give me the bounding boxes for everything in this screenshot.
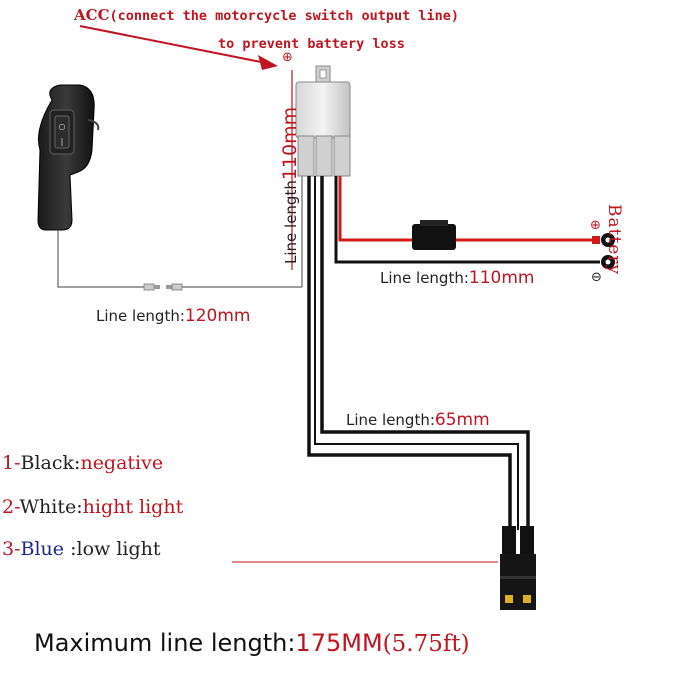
battery-line-length-text: Line length:: [380, 269, 469, 287]
output-line-length-value: 65mm: [434, 410, 490, 430]
acc-label: ACC: [74, 6, 110, 24]
legend-color-name: Blue: [20, 538, 65, 560]
battery-positive-wire: [338, 176, 615, 250]
relay-line-length-text: Line length: [282, 180, 300, 264]
battery-line-length: Line length:110mm: [380, 268, 534, 288]
legend-number: 2-: [2, 496, 20, 518]
max-line-length-value: 175MM: [295, 629, 383, 657]
legend-item-blue: 3-Blue :low light: [2, 538, 161, 560]
legend-separator: :: [74, 452, 81, 474]
switch-wire: [57, 172, 303, 291]
svg-text:|: |: [61, 137, 64, 146]
relay: [295, 65, 351, 177]
acc-note-line1: ACC(connect the motorcycle switch output…: [74, 6, 459, 24]
legend-separator: :: [64, 538, 77, 560]
fuse-holder: [412, 224, 456, 250]
legend-item-black: 1-Black:negative: [2, 452, 163, 474]
legend-separator: :: [76, 496, 83, 518]
legend-number: 3-: [2, 538, 21, 560]
max-line-length-label: Maximum line length:: [34, 629, 296, 657]
legend-meaning: hight light: [82, 496, 184, 518]
legend-meaning: negative: [80, 452, 164, 474]
output-line-length-text: Line length:: [346, 411, 435, 429]
battery-line-length-value: 110mm: [468, 268, 535, 288]
acc-note-line2: to prevent battery loss: [218, 36, 405, 52]
legend-item-white: 2-White:hight light: [2, 496, 183, 518]
output-connectors: [500, 526, 536, 610]
max-line-length: Maximum line length:175MM(5.75ft): [34, 629, 470, 657]
svg-text:○: ○: [59, 122, 66, 131]
handlebar-switch: ○ |: [37, 84, 100, 231]
relay-line-length-label: Line length110mm: [279, 107, 301, 264]
relay-plus-symbol: ⊕: [282, 50, 293, 65]
legend-number: 1-: [2, 452, 21, 474]
output-line-length: Line length:65mm: [346, 410, 490, 430]
legend-color-name: White: [19, 496, 77, 518]
battery-plus-symbol: ⊕: [590, 218, 601, 233]
max-line-length-feet: (5.75ft): [382, 631, 470, 657]
output-harness: [307, 176, 530, 530]
battery-negative-wire: [334, 176, 615, 269]
battery-label: Battery: [604, 204, 624, 276]
switch-line-length-value: 120mm: [184, 306, 251, 326]
relay-line-length-value: 110mm: [279, 106, 301, 181]
acc-description: (connect the motorcycle switch output li…: [109, 8, 460, 24]
battery-minus-symbol: ⊖: [591, 270, 602, 285]
acc-arrow: [79, 25, 278, 70]
switch-line-length: Line length:120mm: [96, 306, 250, 326]
legend-color-name: Black: [20, 452, 75, 474]
switch-line-length-text: Line length:: [96, 307, 185, 325]
legend-meaning: low light: [76, 538, 161, 560]
